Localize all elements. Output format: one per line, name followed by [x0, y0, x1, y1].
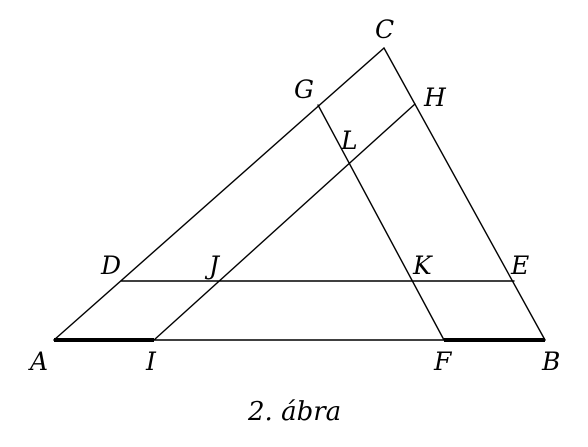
label-b: B [541, 347, 560, 376]
label-g: G [294, 75, 314, 104]
segment-gf [317, 104, 445, 341]
figure-caption: 2. ábra [247, 397, 341, 427]
side-cb [383, 47, 546, 341]
label-a: A [28, 347, 48, 376]
label-c: C [375, 15, 394, 44]
label-e: E [510, 251, 529, 280]
label-f: F [433, 347, 453, 376]
label-k: K [412, 251, 433, 280]
label-l: L [340, 126, 358, 155]
segment-ih [153, 103, 416, 341]
label-d: D [100, 251, 121, 280]
label-j: J [204, 251, 221, 280]
side-ac [53, 47, 385, 341]
label-h: H [423, 83, 447, 112]
label-i: I [145, 347, 157, 376]
